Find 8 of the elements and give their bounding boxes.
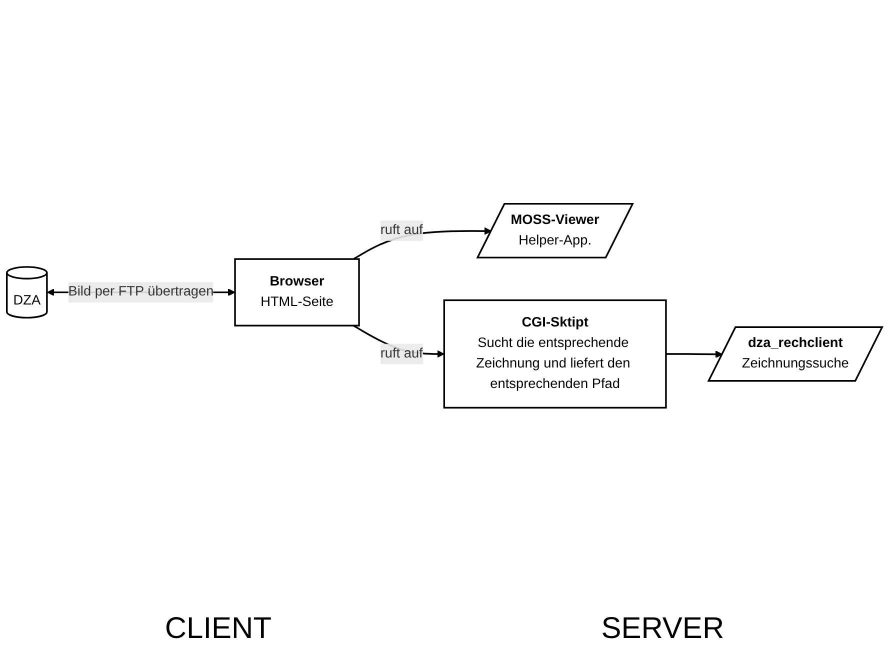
node-box: Browser HTML-Seite (234, 258, 360, 327)
node-box: CGI-Sktipt Sucht die entsprechende Zeichnung und liefert den entsprechenden Pfad (443, 300, 667, 409)
arrow (666, 350, 723, 358)
edge-label: Bild per FTP übertragen (68, 284, 214, 300)
side-label: SERVER (601, 612, 724, 646)
side-label: CLIENT (164, 612, 272, 646)
edge-label: ruft auf (380, 223, 423, 238)
edge-label: ruft auf (380, 346, 423, 362)
